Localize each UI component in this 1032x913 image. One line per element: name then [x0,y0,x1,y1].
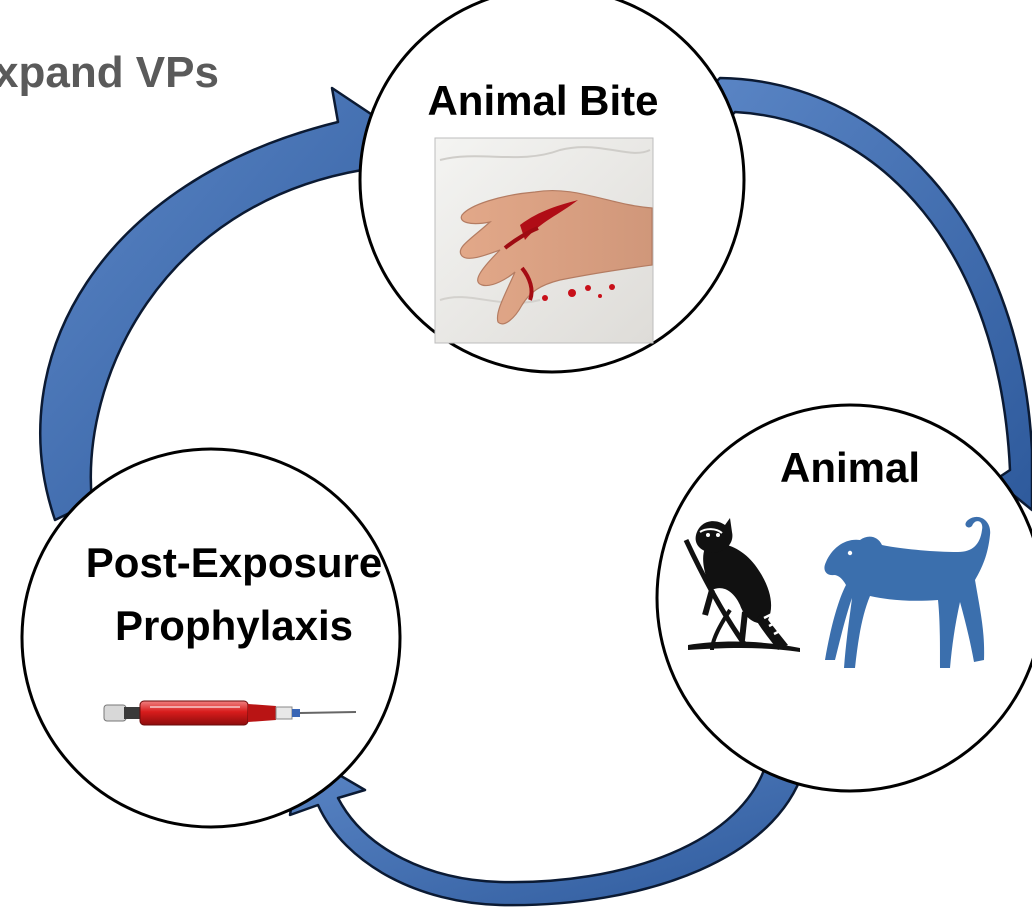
node-animal-bite-title: Animal Bite [427,77,658,124]
node-pep-title-line2: Prophylaxis [115,602,353,649]
arrow-animal-to-pep [290,752,808,905]
node-pep-title-line1: Post-Exposure [86,539,382,586]
bitten-hand-photo [435,138,653,343]
node-animal-title: Animal [780,444,920,491]
